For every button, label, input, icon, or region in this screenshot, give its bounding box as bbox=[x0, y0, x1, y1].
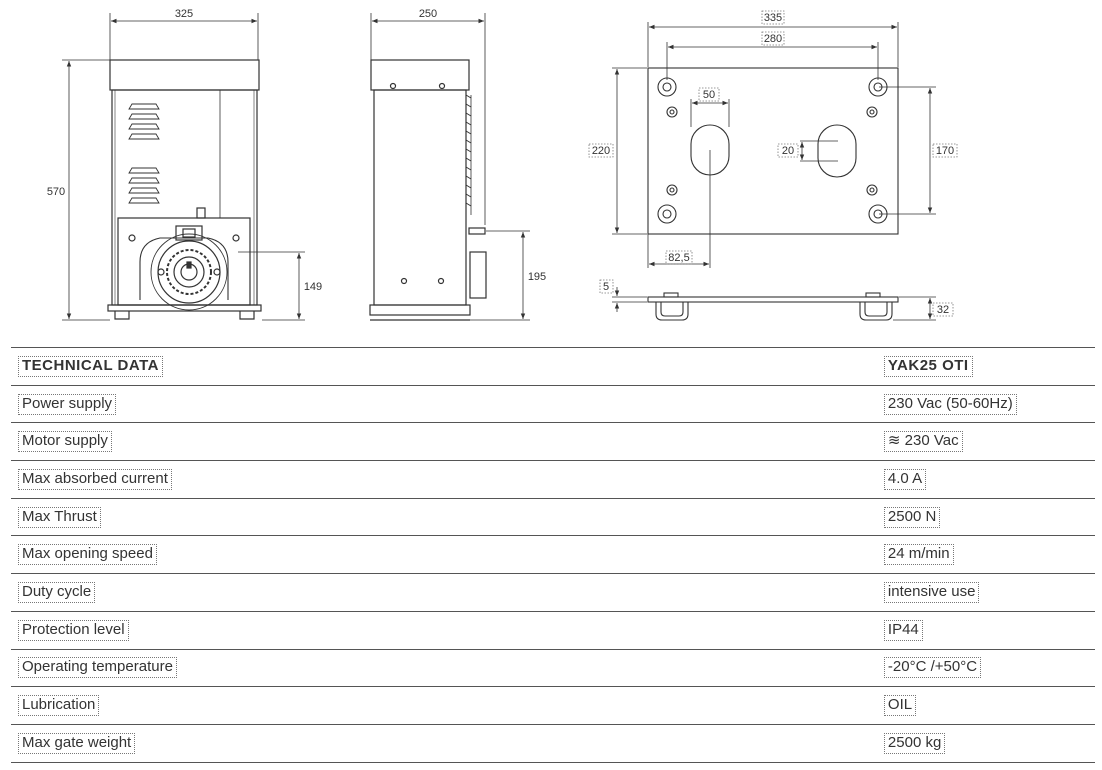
row-label: Max gate weight bbox=[18, 732, 136, 754]
dim-label-box bbox=[777, 143, 799, 158]
dim-side-width: 250 bbox=[419, 8, 437, 20]
base-plate-top-view bbox=[612, 22, 936, 268]
row-value: OIL bbox=[883, 695, 917, 717]
technical-data-table: TECHNICAL DATA YAK25 OTI Power supply 23… bbox=[11, 347, 1095, 763]
dim-plate-thickness: 5 bbox=[603, 281, 609, 293]
side-view-drawing bbox=[369, 13, 530, 321]
row-label: Max opening speed bbox=[18, 544, 157, 566]
row-label: Max absorbed current bbox=[18, 468, 172, 490]
row-value: -20°C /+50°C bbox=[883, 657, 982, 679]
dim-label-box bbox=[698, 87, 720, 102]
row-label: Max Thrust bbox=[18, 506, 101, 528]
table-row: Protection level IP44 bbox=[11, 610, 1095, 649]
dim-label-box bbox=[932, 302, 954, 317]
dim-label-box bbox=[588, 143, 614, 158]
dim-plate-depth: 220 bbox=[592, 145, 610, 157]
table-header-row: TECHNICAL DATA YAK25 OTI bbox=[11, 347, 1095, 386]
dim-label-box bbox=[932, 143, 958, 158]
row-value: 2500 N bbox=[883, 506, 941, 528]
dim-label-box bbox=[665, 250, 693, 265]
row-label: Protection level bbox=[18, 619, 129, 641]
table-row: Operating temperature -20°C /+50°C bbox=[11, 648, 1095, 687]
dim-slot-height: 20 bbox=[782, 145, 794, 157]
dim-hole-spacing: 280 bbox=[764, 33, 782, 45]
dim-front-height: 570 bbox=[47, 186, 65, 198]
dim-slot-width: 50 bbox=[703, 89, 715, 101]
row-value: 230 Vac (50-60Hz) bbox=[883, 393, 1017, 415]
table-row: Max absorbed current 4.0 A bbox=[11, 460, 1095, 499]
row-label: Operating temperature bbox=[18, 657, 177, 679]
technical-drawings: 325 570 149 250 195 bbox=[47, 8, 958, 321]
row-label: Duty cycle bbox=[18, 581, 96, 603]
table-header-model: YAK25 OTI bbox=[883, 355, 973, 377]
row-label: Power supply bbox=[18, 393, 117, 415]
dim-side-height: 195 bbox=[528, 271, 546, 283]
row-value: ≋ 230 Vac bbox=[883, 431, 963, 453]
row-label: Motor supply bbox=[18, 431, 112, 453]
table-row: Max opening speed 24 m/min bbox=[11, 535, 1095, 574]
table-row: Motor supply ≋ 230 Vac bbox=[11, 422, 1095, 461]
row-value: 4.0 A bbox=[883, 468, 927, 490]
dim-axis-height: 149 bbox=[304, 281, 322, 293]
row-value: 24 m/min bbox=[883, 544, 954, 566]
table-row: Max Thrust 2500 N bbox=[11, 497, 1095, 536]
table-row: Power supply 230 Vac (50-60Hz) bbox=[11, 384, 1095, 423]
dim-plate-width: 335 bbox=[764, 12, 782, 24]
dim-label-box bbox=[761, 31, 785, 46]
row-value: 2500 kg bbox=[883, 732, 946, 754]
dim-hole-depth: 170 bbox=[936, 145, 954, 157]
table-row: Max gate weight 2500 kg bbox=[11, 723, 1095, 763]
dim-label-box bbox=[761, 10, 785, 25]
base-plate-side-view bbox=[612, 287, 936, 321]
table-row: Duty cycle intensive use bbox=[11, 573, 1095, 612]
row-value: intensive use bbox=[883, 581, 980, 603]
row-label: Lubrication bbox=[18, 695, 100, 717]
front-view-drawing bbox=[62, 13, 305, 321]
dim-front-width: 325 bbox=[175, 8, 193, 20]
row-value: IP44 bbox=[883, 619, 923, 641]
table-row: Lubrication OIL bbox=[11, 686, 1095, 725]
table-header-label: TECHNICAL DATA bbox=[18, 355, 163, 377]
dim-label-box bbox=[599, 279, 614, 294]
dim-bracket-height: 32 bbox=[937, 304, 949, 316]
dim-slot-offset: 82,5 bbox=[668, 252, 689, 264]
